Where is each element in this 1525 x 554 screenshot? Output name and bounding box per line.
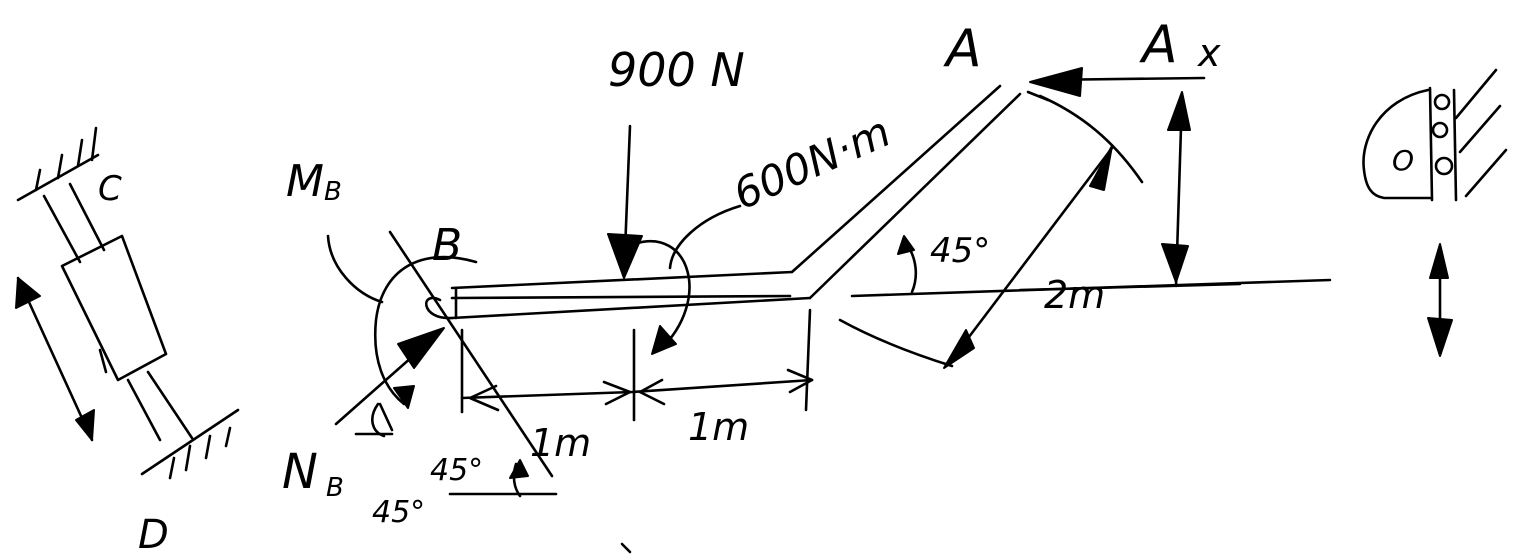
moment-mb-leader [326,234,384,304]
label-normal-nb: N [282,444,318,500]
beam-top-edge [450,270,794,290]
wall-d-line [140,408,240,476]
label-reaction-a: A [1139,15,1178,75]
stray-mark [620,542,632,554]
arrow-icon [75,409,95,441]
moment-mb-arc [373,255,478,406]
wall-hatch [1454,68,1508,198]
label-dim-slant: 2m [1044,273,1105,317]
dim-line-horizontal [460,378,814,400]
cylinder-double-arrow [16,276,94,442]
arrow-icon [607,233,643,279]
label-dim-middle: 1m [688,405,749,449]
couple-arc [632,240,691,352]
hydraulic-cylinder-cd [15,126,240,480]
label-normal-nb-sub: B [326,473,344,503]
arrow-icon [1029,67,1083,97]
roller-3 [1434,156,1454,176]
arrow-icon [897,235,915,255]
arrow-icon [1089,145,1113,191]
beam-centerline [450,294,792,300]
arrow-icon [509,459,529,479]
arrow-icon [1429,243,1449,279]
wall-d-hatch [168,426,232,480]
roller-1 [1433,93,1451,111]
cylinder-rod-bottom [126,370,194,442]
dim-slant-line [948,146,1114,364]
label-a: A [943,19,982,79]
label-angle-right: 45° [930,231,990,271]
cylinder-mark [98,348,108,374]
beam-bottom-edge [450,296,812,320]
arrowhead-dim-1 [468,384,500,412]
dim-slant-ext-bottom [838,318,954,368]
arrow-icon [943,329,975,369]
beam [425,84,1022,320]
arm-bottom-edge [808,92,1022,300]
support-body [1362,88,1432,200]
angle-arc-nb-ref [354,402,394,436]
arrow-icon [1161,243,1189,283]
dim-ext-right [804,308,812,412]
arrow-icon [1427,317,1453,357]
label-force-900n: 900 N [608,43,745,97]
support-plate [1428,86,1434,202]
label-angle-left-lower: 45° [372,495,425,530]
roller-support-icon [1362,68,1508,202]
arm-top-edge [790,84,1002,274]
label-moment-mb: M [286,156,324,207]
wall-c-hatch [34,126,98,192]
label-dim-left: 1m [530,421,591,465]
arrowhead-dim-3 [638,378,666,406]
label-pin-o: O [1392,144,1414,177]
reference-horizontal-line-2 [1018,282,1242,292]
link-bd-direction [388,230,554,478]
label-moment-mb-sub: B [324,177,342,207]
arrowhead-dim-2 [602,380,632,406]
wall-line [1452,88,1458,202]
label-d: D [138,512,169,554]
arrow-icon [1167,91,1191,131]
arrow-icon [651,325,677,355]
couple-leader [668,204,742,270]
label-b: B [432,220,462,271]
arrow-icon [397,327,445,369]
label-axis-x: x [1197,31,1221,75]
arrow-icon [393,385,415,409]
arrow-icon [15,277,41,309]
dim-slant-ext-top [1038,94,1144,184]
label-angle-left-upper: 45° [430,453,483,488]
roller-2 [1431,121,1449,139]
cylinder-rod-top [42,182,106,264]
label-c: C [98,169,122,209]
cylinder-body [60,234,168,382]
arrowhead-dim-4 [786,368,814,394]
